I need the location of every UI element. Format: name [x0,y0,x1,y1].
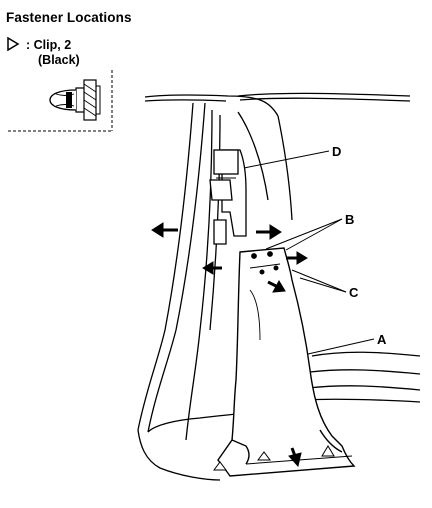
clip-triangle-icon [7,37,20,51]
callout-b: B [345,212,354,227]
callout-d: D [332,144,341,159]
vehicle-body-outline [137,92,421,481]
callout-a: A [377,332,387,347]
callout-leaders [243,150,375,355]
clip-detail-inset [8,70,113,132]
clip-legend-color: (Black) [38,53,80,67]
lower-pillar-trim [213,247,356,477]
removal-arrows [151,222,308,468]
clip-legend-label: : Clip, 2 [26,38,72,52]
diagram-title: Fastener Locations [6,10,132,25]
callout-c: C [349,285,359,300]
upper-pillar-trim [209,149,247,245]
